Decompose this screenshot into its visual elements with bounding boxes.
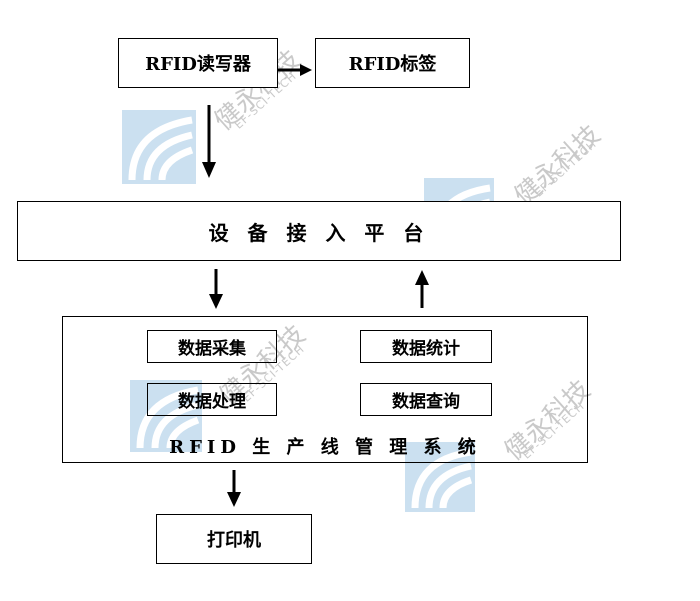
module-data-statistics-label: 数据统计 — [392, 339, 460, 359]
module-data-query: 数据查询 — [360, 383, 492, 416]
rfid-reader-node: RFID读写器 — [118, 38, 278, 88]
module-data-collection-label: 数据采集 — [178, 339, 246, 359]
module-data-statistics: 数据统计 — [360, 330, 492, 363]
device-platform-label: 设 备 接 入 平 台 — [208, 220, 430, 245]
module-data-query-label: 数据查询 — [392, 392, 460, 412]
rfid-tag-node: RFID标签 — [315, 38, 470, 88]
printer-node: 打印机 — [156, 514, 312, 564]
arrow-reader-to-tag — [278, 64, 312, 76]
module-data-processing: 数据处理 — [147, 383, 277, 416]
rfid-tag-label: RFID标签 — [348, 54, 437, 75]
rfid-reader-label: RFID读写器 — [145, 54, 251, 75]
arrow-platform-to-system — [209, 269, 223, 309]
watermark-logo-icon — [122, 110, 196, 184]
module-data-processing-label: 数据处理 — [178, 392, 246, 412]
module-data-collection: 数据采集 — [147, 330, 277, 363]
arrow-reader-to-platform — [202, 105, 216, 178]
watermark-logo-icon — [130, 380, 202, 452]
watermark-logo-icon — [405, 442, 475, 512]
production-system-title: RFID 生 产 线 管 理 系 统 — [169, 437, 481, 458]
production-system-node — [62, 316, 588, 463]
arrow-system-to-printer — [227, 470, 241, 507]
device-platform-node: 设 备 接 入 平 台 — [17, 201, 621, 261]
arrow-system-to-platform — [415, 270, 429, 308]
printer-label: 打印机 — [207, 530, 261, 551]
